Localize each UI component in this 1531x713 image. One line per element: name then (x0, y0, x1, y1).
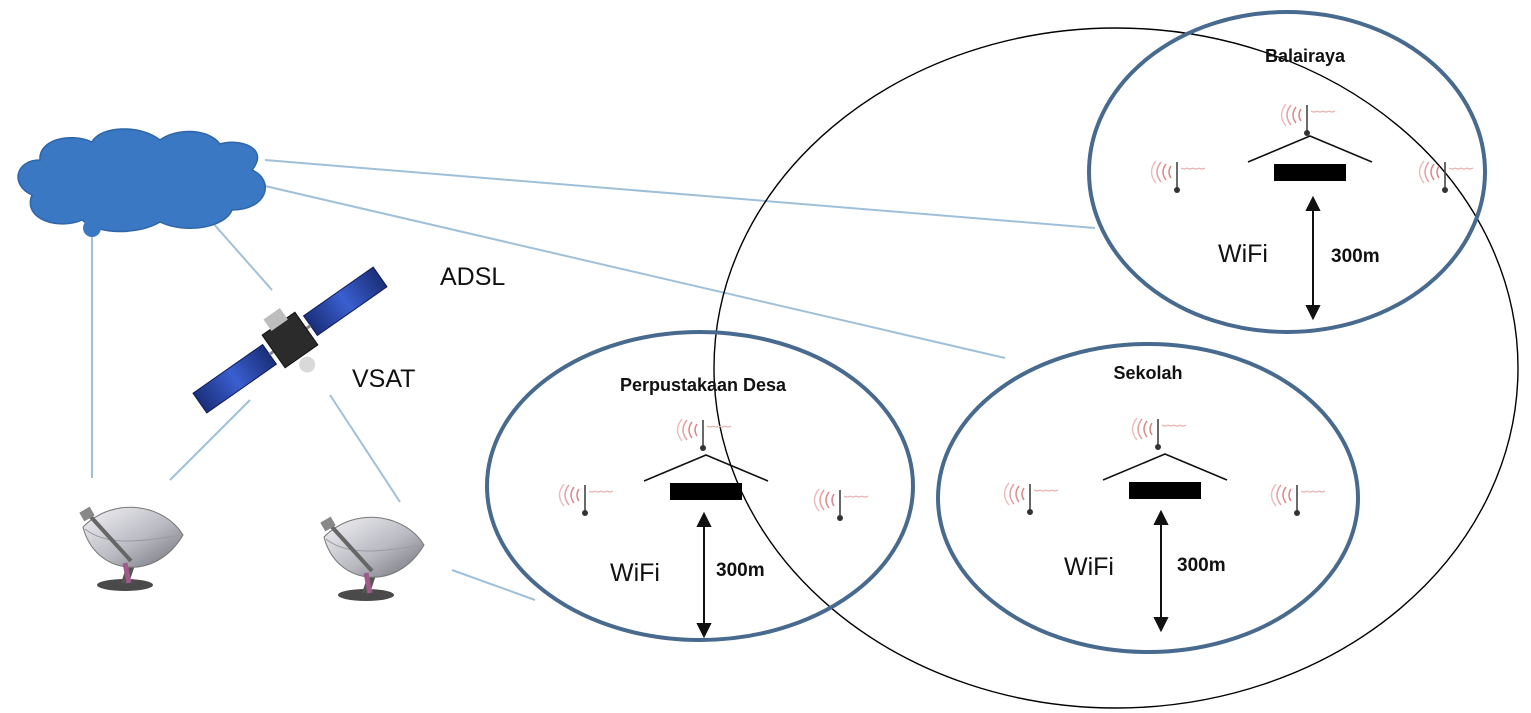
antenna-icon (813, 488, 869, 522)
wifi-label: WiFi (1218, 240, 1268, 268)
satellite-dish-left-icon (79, 507, 183, 591)
link-satellite-dish-right (329, 394, 401, 503)
link-dish-perpustakaan (451, 569, 536, 601)
zone-title: Sekolah (1113, 363, 1182, 383)
coverage-outer-circle (713, 27, 1519, 709)
zone-ring (485, 330, 915, 642)
zone-balairaya: Balairaya WiFi 300m (1087, 10, 1487, 334)
link-cloud-balairaya (264, 159, 1096, 229)
antenna-icon (1280, 103, 1336, 137)
zone-title: Perpustakaan Desa (620, 375, 787, 395)
antenna-icon (676, 418, 732, 452)
antenna-icon (1418, 160, 1474, 194)
adsl-label: ADSL (440, 263, 505, 291)
zone-perpustakaan-desa: Perpustakaan Desa WiFi 300m (485, 330, 915, 642)
range-label: 300m (1331, 246, 1380, 267)
wifi-label: WiFi (1064, 553, 1114, 581)
building-icon (1102, 453, 1228, 500)
link-cloud-sekolah (264, 185, 1006, 359)
wifi-label: WiFi (610, 559, 660, 587)
range-arrow-icon (1305, 195, 1321, 321)
vsat-label: VSAT (352, 365, 415, 393)
antenna-icon (1003, 482, 1059, 516)
link-lines (91, 159, 1096, 601)
internet-cloud-icon (17, 128, 267, 237)
antenna-icon (1150, 160, 1206, 194)
satellite-dish-right-icon (320, 517, 424, 601)
range-arrow-icon (696, 511, 712, 639)
link-cloud-satellite (211, 221, 273, 291)
building-icon (643, 454, 769, 501)
building-icon (1247, 135, 1373, 182)
antenna-icon (558, 483, 614, 517)
zone-sekolah: Sekolah WiFi 300m (936, 342, 1360, 654)
zone-title: Balairaya (1265, 46, 1346, 66)
range-label: 300m (716, 560, 765, 581)
satellite-icon (192, 266, 388, 414)
antenna-icon (1131, 417, 1187, 451)
range-arrow-icon (1153, 509, 1169, 633)
zone-ring (936, 342, 1360, 654)
antenna-icon (1270, 483, 1326, 517)
range-label: 300m (1177, 555, 1226, 576)
link-satellite-dish-left (169, 399, 251, 481)
zone-ring (1087, 10, 1487, 334)
